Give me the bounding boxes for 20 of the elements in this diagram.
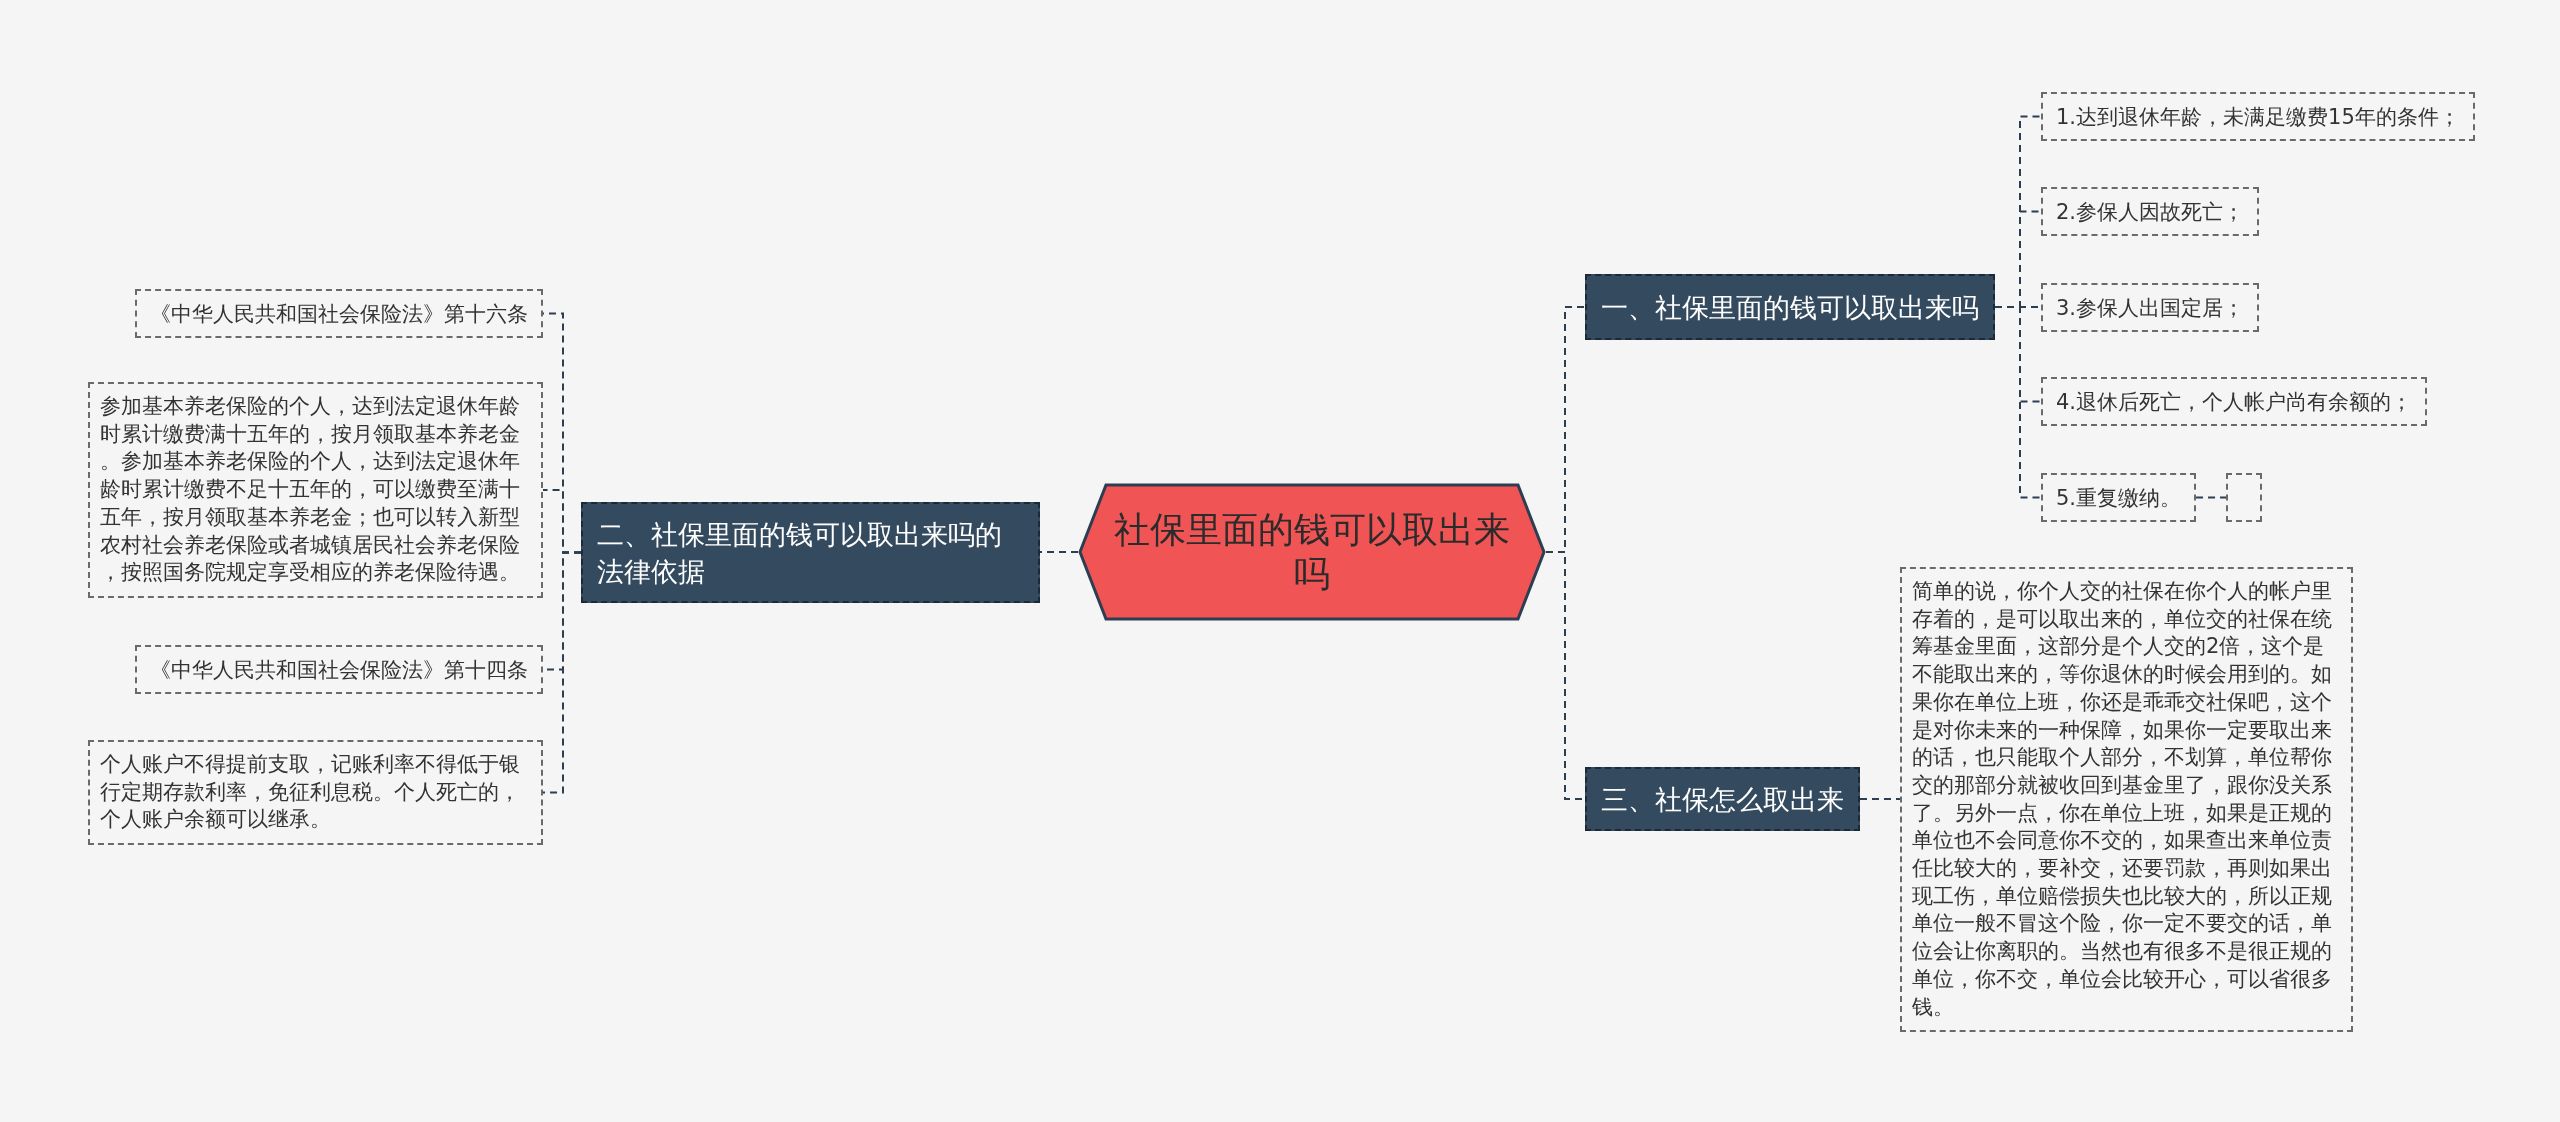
connector — [542, 551, 582, 794]
text-card: 简单的说，你个人交的社保在你个人的帐户里存着的，是可以取出来的，单位交的社保在统筹基金里面，这部分是个人交的2倍，这个是不能取出来的，等你退休的时候会用到的。如果你在单位上班，你还是乖乖交社保吧，这个是对你未来的一种保障，如果你一定要取出来的话，也只能取个人部分，不划算，单位帮你交的那部分就被收回到基金里了，跟你没关系了。另外一点，你在单位上班，如果是正规的单位也不会同意你不交的，如果查出来单位责任比较大的，要补交，还要罚款，再则如果出现工伤，单位赔偿损失也比较大的，所以正规单位一般不冒这个险，你一定不要交的话，单位会让你离职的。当然也有很多不是很正规的单位，你不交，单位会比较开心，可以省很多钱。 — [1900, 567, 2353, 1033]
connector — [1994, 306, 2042, 499]
branch-topic: 一、社保里面的钱可以取出来吗 — [1585, 274, 1995, 340]
empty-topic-box — [2226, 473, 2262, 522]
subtopic: 4.退休后死亡，个人帐户尚有余额的； — [2041, 377, 2428, 426]
subtopic: 《中华人民共和国社会保险法》第十四条 — [135, 645, 543, 694]
branch-topic: 二、社保里面的钱可以取出来吗的法律依据 — [581, 502, 1040, 603]
subtopic: 3.参保人出国定居； — [2041, 283, 2260, 332]
subtopic: 2.参保人因故死亡； — [2041, 187, 2260, 236]
subtopic: 《中华人民共和国社会保险法》第十六条 — [135, 289, 543, 338]
subtopic: 5.重复缴纳。 — [2041, 473, 2197, 522]
text-card: 参加基本养老保险的个人，达到法定退休年龄时累计缴费满十五年的，按月领取基本养老金。参加基本养老保险的个人，达到法定退休年龄时累计缴费不足十五年的，可以缴费至满十五年，按月领取基本养老金；也可以转入新型农村社会养老保险或者城镇居民社会养老保险，按照国务院规定享受相应的养老保险待遇。 — [88, 382, 543, 598]
connector — [2195, 496, 2227, 499]
branch-topic: 三、社保怎么取出来 — [1585, 767, 1860, 831]
text-card: 个人账户不得提前支取，记账利率不得低于银行定期存款利率，免征利息税。个人死亡的，个人账户余额可以继承。 — [88, 740, 543, 846]
connector — [1039, 551, 1079, 553]
central-topic: 社保里面的钱可以取出来吗 — [1078, 483, 1546, 621]
subtopic: 1.达到退休年龄，未满足缴费15年的条件； — [2041, 92, 2475, 141]
connector — [1859, 798, 1901, 800]
